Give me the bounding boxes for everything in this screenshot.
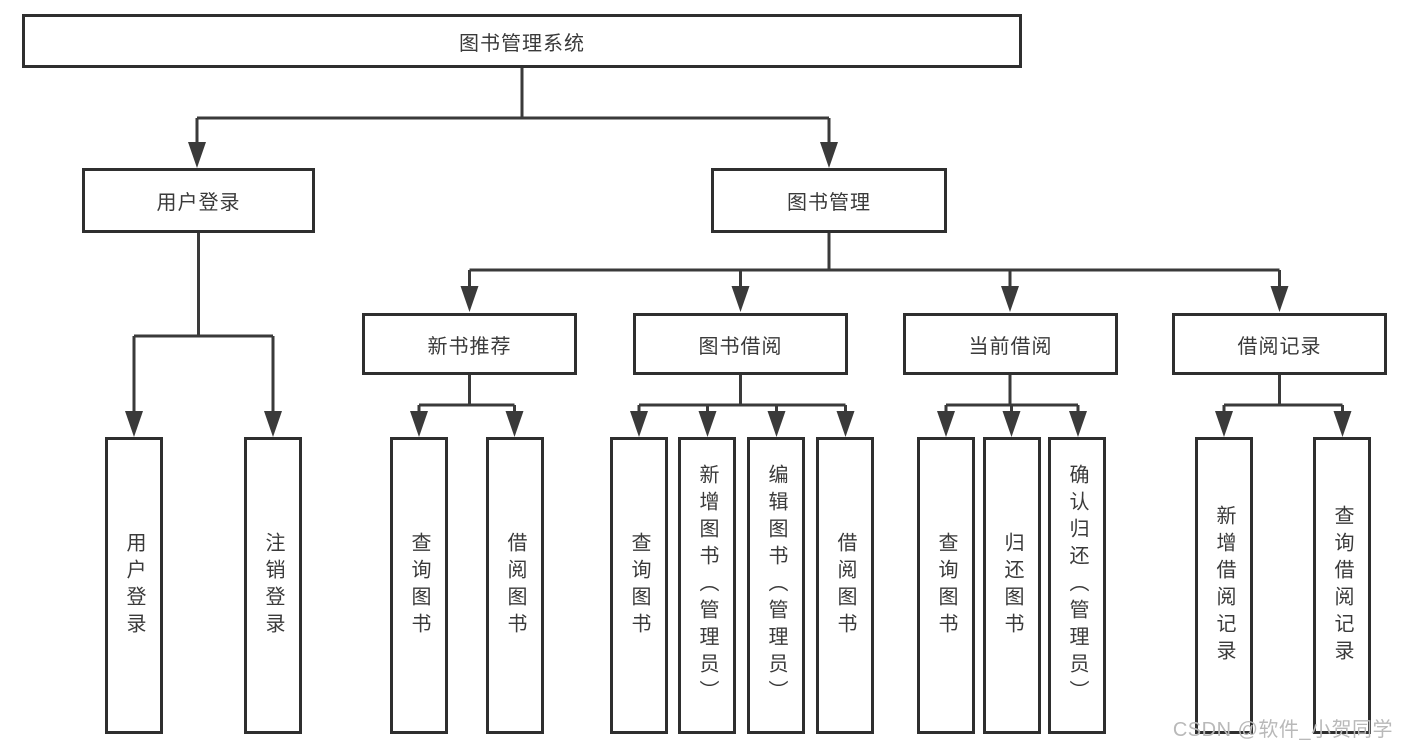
leaf-query-books-borrowing: 查询图书 bbox=[610, 437, 668, 734]
node-book-borrowing: 图书借阅 bbox=[633, 313, 848, 375]
leaf-add-books-admin-label: 新增图书（管理员） bbox=[696, 464, 718, 707]
node-new-book-recommendation: 新书推荐 bbox=[362, 313, 577, 375]
leaf-query-books-recommend: 查询图书 bbox=[390, 437, 448, 734]
leaf-edit-books-admin-label: 编辑图书（管理员） bbox=[765, 464, 787, 707]
leaf-user-login: 用户登录 bbox=[105, 437, 163, 734]
leaf-add-borrow-record-label: 新增借阅记录 bbox=[1213, 504, 1235, 667]
leaf-return-books: 归还图书 bbox=[983, 437, 1041, 734]
node-current-borrowing: 当前借阅 bbox=[903, 313, 1118, 375]
leaf-logout: 注销登录 bbox=[244, 437, 302, 734]
leaf-borrow-books-borrowing-label: 借阅图书 bbox=[834, 531, 856, 640]
watermark: CSDN @软件_小贺同学 bbox=[1172, 719, 1393, 741]
leaf-logout-label: 注销登录 bbox=[262, 531, 284, 640]
leaf-query-books-current: 查询图书 bbox=[917, 437, 975, 734]
leaf-add-books-admin: 新增图书（管理员） bbox=[678, 437, 736, 734]
leaf-user-login-label: 用户登录 bbox=[123, 531, 145, 640]
leaf-return-books-label: 归还图书 bbox=[1001, 531, 1023, 640]
leaf-confirm-return-admin-label: 确认归还（管理员） bbox=[1066, 464, 1088, 707]
node-library-system: 图书管理系统 bbox=[22, 14, 1022, 68]
node-book-management: 图书管理 bbox=[711, 168, 947, 233]
leaf-edit-books-admin: 编辑图书（管理员） bbox=[747, 437, 805, 734]
leaf-query-books-recommend-label: 查询图书 bbox=[408, 531, 430, 640]
leaf-query-books-current-label: 查询图书 bbox=[935, 531, 957, 640]
node-user-login: 用户登录 bbox=[82, 168, 315, 233]
leaf-confirm-return-admin: 确认归还（管理员） bbox=[1048, 437, 1106, 734]
leaf-query-books-borrowing-label: 查询图书 bbox=[628, 531, 650, 640]
leaf-borrow-books-recommend: 借阅图书 bbox=[486, 437, 544, 734]
leaf-borrow-books-recommend-label: 借阅图书 bbox=[504, 531, 526, 640]
node-borrowing-records: 借阅记录 bbox=[1172, 313, 1387, 375]
leaf-query-borrow-record-label: 查询借阅记录 bbox=[1331, 504, 1353, 667]
leaf-query-borrow-record: 查询借阅记录 bbox=[1313, 437, 1371, 734]
leaf-add-borrow-record: 新增借阅记录 bbox=[1195, 437, 1253, 734]
leaf-borrow-books-borrowing: 借阅图书 bbox=[816, 437, 874, 734]
